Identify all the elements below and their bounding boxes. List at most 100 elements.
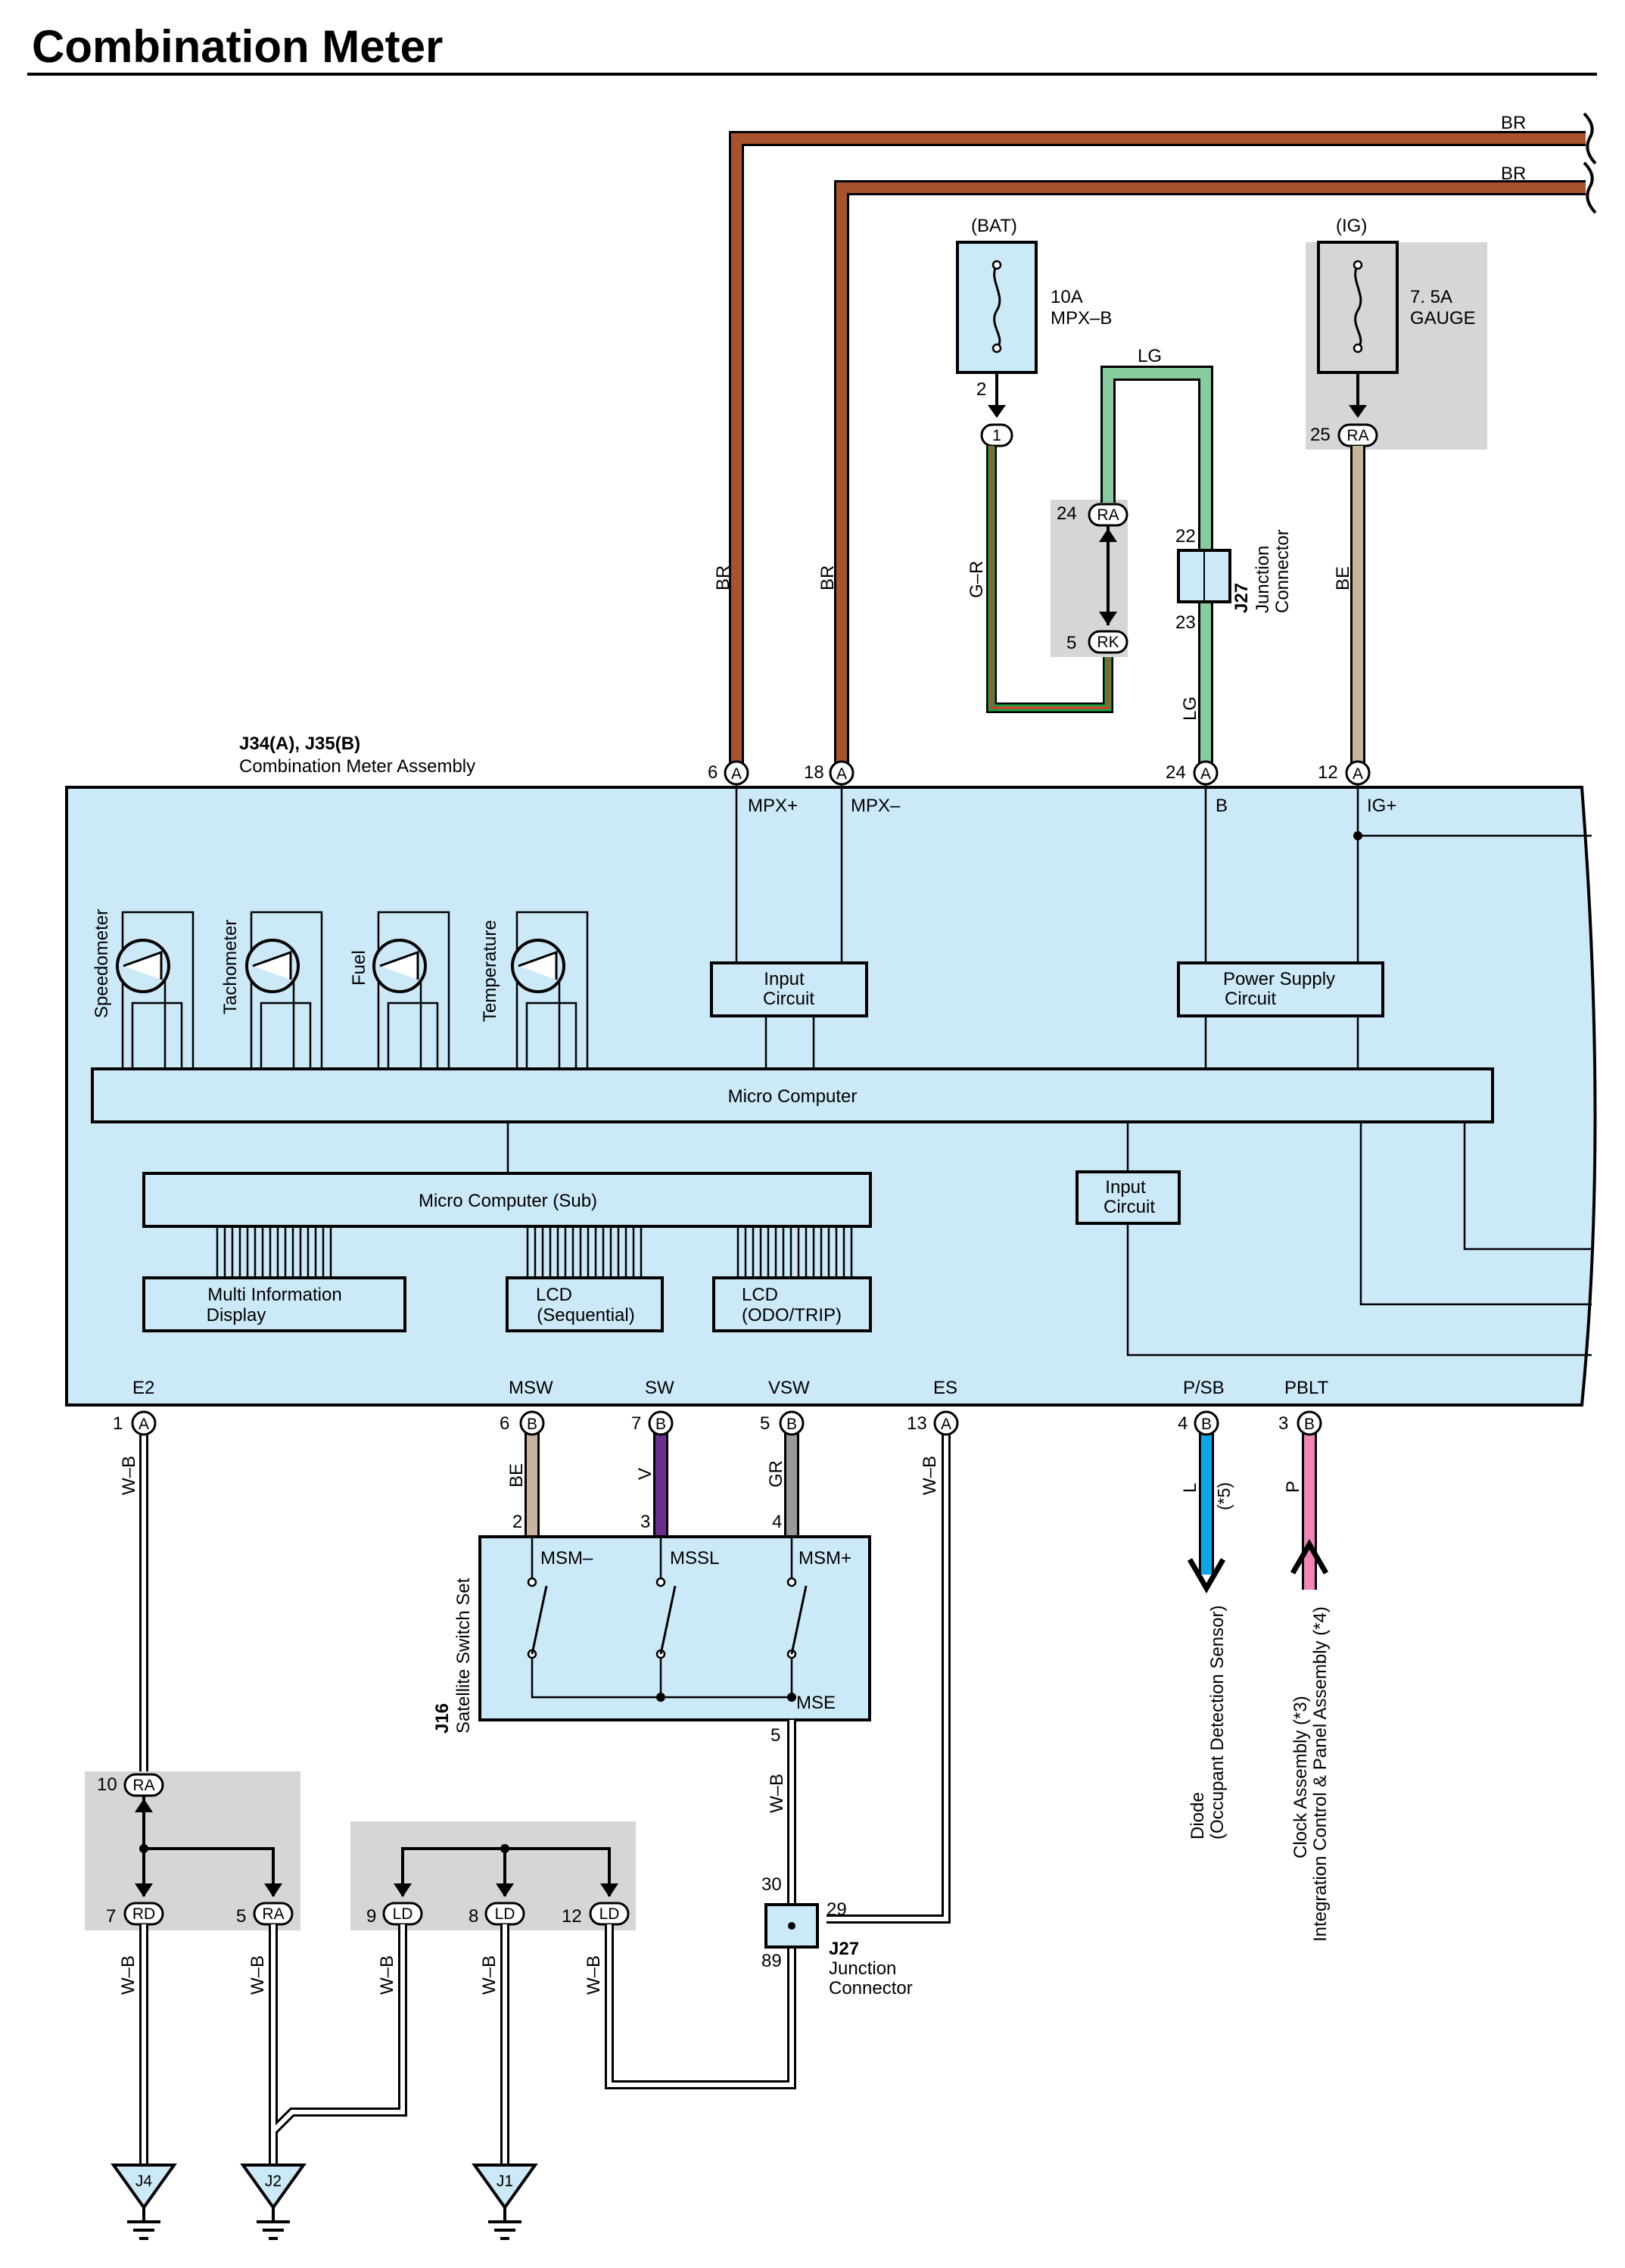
svg-text:A: A [731,765,742,783]
svg-text:25: 25 [1310,425,1331,445]
bottom-pin-vsw: 5 B [760,1410,805,1436]
svg-text:10: 10 [97,1774,117,1795]
power-supply-circuit [1177,961,1384,1017]
svg-text:Power Supply: Power Supply [1223,969,1335,989]
switch-common-label: MSE [796,1693,836,1713]
svg-text:IG+: IG+ [1367,796,1396,816]
top-pin-mpx-plus: 6 A MPX+ [708,760,798,816]
input-circuit-2 [1076,1170,1181,1225]
switch-set-id: J16 [432,1703,453,1734]
switch-label-mssl: MSSL [670,1548,719,1569]
svg-text:(Sequential): (Sequential) [537,1305,634,1326]
svg-text:30: 30 [761,1874,782,1895]
svg-text:MPX–: MPX– [851,796,901,816]
ground-j1-icon: J1 [472,2164,538,2240]
switch-contacts [527,1577,808,1702]
integration-panel-label: Integration Control & Panel Assembly (*4… [1310,1606,1331,1942]
svg-text:Circuit: Circuit [763,989,814,1009]
svg-text:Input: Input [1105,1177,1146,1198]
fuse-ig-source: (IG) [1336,216,1367,236]
svg-text:2: 2 [512,1512,522,1532]
wire-label-lg: LG [1180,696,1200,721]
wire-label-pblt: P [1283,1481,1303,1493]
sig-es: ES [933,1378,957,1398]
svg-text:Connector: Connector [829,1978,913,1999]
svg-text:W–B: W–B [479,1955,500,1995]
svg-text:6: 6 [708,762,718,783]
svg-text:RA: RA [262,1905,284,1923]
input-circuit-1 [710,961,868,1017]
wire-note-p-sb: (*5) [1214,1482,1234,1510]
svg-text:B: B [1304,1416,1315,1433]
svg-text:9: 9 [366,1906,376,1927]
svg-text:RK: RK [1097,634,1119,651]
junction-j27-bottom-id: J27 [829,1939,859,1959]
svg-text:Junction: Junction [1253,546,1273,613]
clock-label: Clock Assembly (*3) [1290,1696,1311,1858]
svg-text:W–B: W–B [118,1955,139,1995]
sig-e2: E2 [132,1378,154,1398]
svg-text:3: 3 [1278,1413,1288,1434]
diode-label: Diode [1188,1792,1208,1840]
svg-text:24: 24 [1166,762,1186,783]
switch-label-msm-plus: MSM+ [798,1548,851,1569]
svg-text:J4: J4 [135,2173,153,2190]
bottom-pin-p-sb: 4 B [1178,1410,1219,1436]
wire-pblt [1290,1427,1329,1590]
micro-computer-sub [142,1172,872,1228]
sig-p-sb: P/SB [1183,1378,1225,1398]
svg-text:LD: LD [495,1905,515,1923]
svg-text:B: B [655,1416,666,1433]
svg-text:W–B: W–B [377,1955,397,1995]
br-wire-label-2: BR [1501,164,1526,184]
svg-text:29: 29 [827,1899,847,1920]
fuse-bat-source: (BAT) [971,216,1017,236]
svg-text:8: 8 [469,1906,478,1927]
svg-text:B: B [1201,1416,1212,1433]
page-title: Combination Meter [32,21,443,72]
svg-text:Junction: Junction [829,1958,896,1979]
svg-text:22: 22 [1175,526,1196,547]
svg-text:Micro Computer (Sub): Micro Computer (Sub) [419,1191,597,1211]
gauge-speedometer: Speedometer [92,909,195,1069]
fuse-bat-pin: 2 [976,379,986,400]
svg-text:A: A [1200,765,1211,783]
bottom-pin-msw: 6 B [500,1410,545,1436]
svg-text:B: B [527,1416,537,1433]
svg-text:LD: LD [599,1905,620,1923]
wire-es [827,1427,951,1924]
svg-text:1: 1 [113,1413,123,1434]
svg-text:A: A [1353,765,1363,783]
svg-text:Multi Information: Multi Information [207,1285,341,1305]
diode-sublabel: (Occupant Detection Sensor) [1207,1606,1228,1840]
svg-text:(ODO/TRIP): (ODO/TRIP) [742,1305,842,1326]
svg-text:LD: LD [393,1905,413,1923]
fuse-ig-icon [1354,264,1362,349]
svg-text:B: B [1216,796,1228,816]
switch-label-msm-minus: MSM– [540,1548,593,1569]
satellite-switch-set [478,1535,871,1721]
svg-text:LCD: LCD [536,1285,572,1305]
lg-wire-label-top: LG [1138,346,1162,366]
ground-j2-icon: J2 [240,2164,307,2240]
sig-pblt: PBLT [1284,1378,1329,1398]
wire-label-br-b: BR [817,565,838,590]
svg-text:A: A [836,765,847,783]
svg-text:Micro Computer: Micro Computer [728,1086,858,1107]
junction-j27-top-id: J27 [1231,583,1252,613]
br-wire-label-1: BR [1501,113,1526,133]
top-pin-mpx-minus: 18 A MPX– [804,760,901,816]
top-pin-b: 24 A B [1166,760,1228,816]
svg-text:5: 5 [236,1906,246,1927]
svg-text:7: 7 [631,1413,641,1434]
svg-text:4: 4 [1178,1413,1188,1434]
svg-text:13: 13 [907,1413,927,1434]
svg-text:J1: J1 [497,2173,513,2190]
svg-text:RA: RA [1097,506,1119,524]
svg-text:Tachometer: Tachometer [220,920,241,1014]
svg-text:Circuit: Circuit [1104,1197,1155,1217]
assembly-name: Combination Meter Assembly [239,756,475,777]
wire-label-mse: W–B [767,1774,787,1813]
svg-text:5: 5 [1066,633,1076,653]
micro-computer [91,1067,1494,1123]
